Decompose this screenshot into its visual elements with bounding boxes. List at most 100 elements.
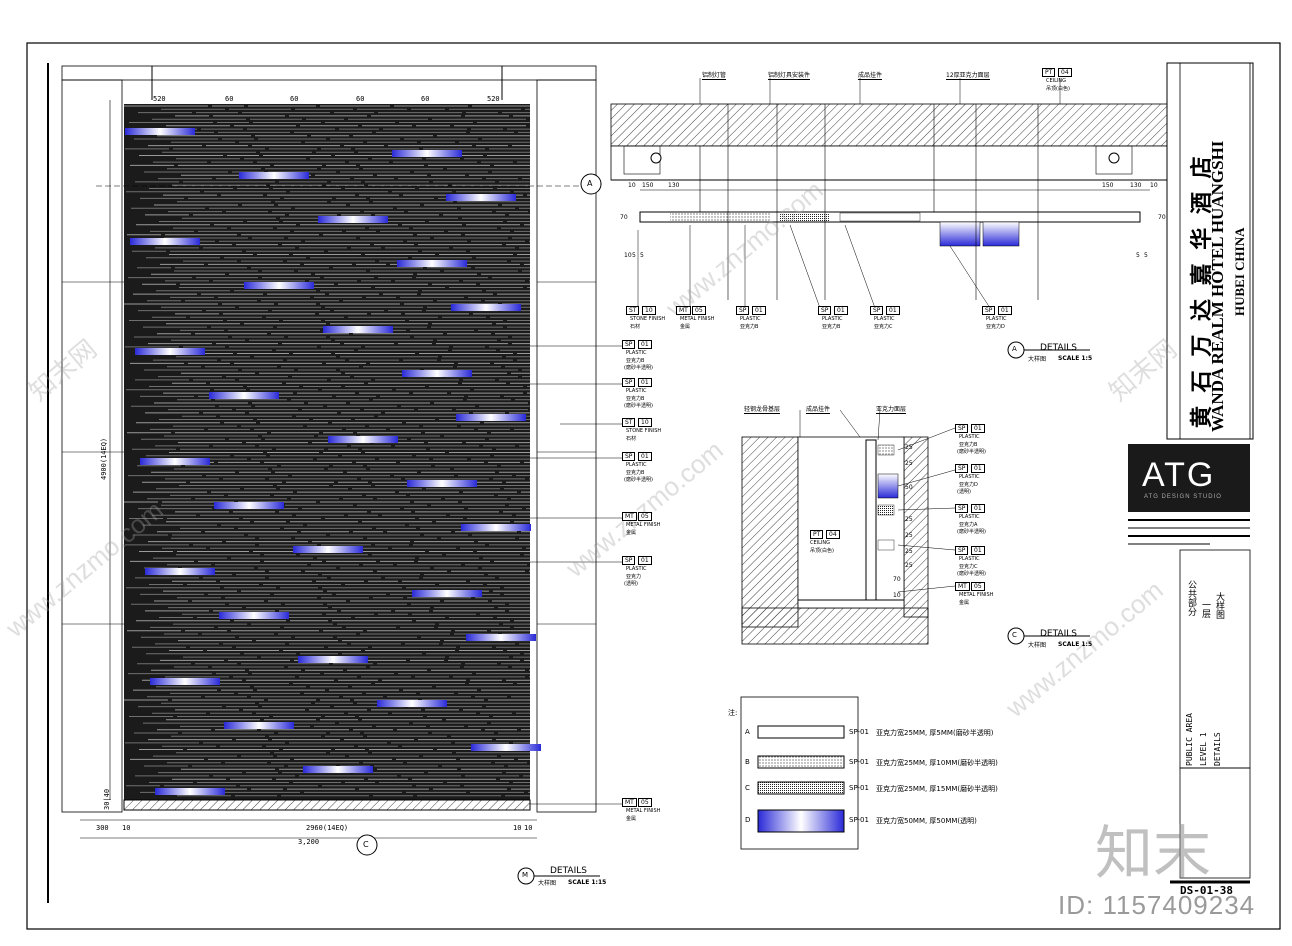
- tag-code: ST: [622, 418, 636, 427]
- blue-acrylic-bar: [318, 216, 388, 223]
- tag-code: SP: [622, 378, 636, 387]
- dim-label: 150: [1102, 182, 1114, 189]
- blue-acrylic-bar: [130, 238, 200, 245]
- tag-code: ST: [626, 306, 640, 315]
- detail-a-subtitle: 大样图: [1028, 356, 1047, 363]
- blue-acrylic-bar: [456, 414, 526, 421]
- tag-number: 01: [638, 378, 652, 387]
- tag-code: SP: [955, 546, 969, 555]
- section-marker-a: [580, 173, 602, 195]
- detail-a-title: DETAILS: [1040, 343, 1077, 353]
- blue-acrylic-bars: [125, 128, 541, 795]
- dim-label: 520: [487, 95, 500, 103]
- tag-number: 05: [638, 798, 652, 807]
- tag-line2: 金属: [626, 530, 637, 536]
- blue-acrylic-bar: [407, 480, 477, 487]
- annotation-label: 轻钢龙骨基层: [744, 406, 781, 414]
- tag-line1: CEILING: [1046, 78, 1066, 84]
- blue-acrylic-bar: [150, 678, 220, 685]
- atg-logo-sub: ATG DESIGN STUDIO: [1144, 494, 1222, 500]
- tag-line2: 石材: [626, 436, 637, 442]
- dim-label: 130: [1130, 182, 1142, 189]
- dim-label: 70: [620, 214, 628, 221]
- tag-line2: 亚克力A: [959, 522, 978, 528]
- blue-acrylic-bar: [224, 722, 294, 729]
- slat-lines: [124, 105, 530, 797]
- dim-label: 5: [1144, 252, 1148, 259]
- hotel-name-en: WANDA REALM HOTEL HUANGSHI: [1208, 140, 1227, 432]
- dim-label: 10: [624, 252, 632, 259]
- tag-line2: 亚克力D: [959, 482, 978, 488]
- annotation-label: 铝制灯管: [702, 72, 727, 80]
- blue-acrylic-bar: [397, 260, 467, 267]
- tag-code: PT: [810, 530, 824, 539]
- dim-label: 520: [153, 95, 166, 103]
- tag-line3: (磨砂半透明): [957, 529, 986, 535]
- dim-label: 2960(14EQ): [306, 824, 349, 832]
- blue-acrylic-bar: [392, 150, 462, 157]
- tag-number: 05: [638, 512, 652, 521]
- tag-line1: STONE FINISH: [630, 316, 666, 322]
- area-cn: 公共部分: [1186, 580, 1196, 616]
- blue-acrylic-bar: [244, 282, 314, 289]
- tag-line2: 吊顶(白色): [810, 548, 834, 554]
- annotation-label: 亚克力面层: [876, 406, 907, 414]
- tag-line3: (磨砂半透明): [624, 365, 653, 371]
- blue-acrylic-bar: [135, 348, 205, 355]
- dim-label: 70: [893, 576, 901, 583]
- dim-label: 10: [628, 182, 636, 189]
- legend-text: 亚克力宽25MM, 厚15MM(磨砂半透明): [876, 785, 998, 793]
- tag-code: SP: [870, 306, 884, 315]
- dim-label: 10: [524, 824, 533, 832]
- dim-total: 3,200: [298, 838, 320, 846]
- tag-line2: 亚克力B: [959, 442, 978, 448]
- section-marker-a-label: A: [587, 179, 593, 188]
- base-hatch: [123, 799, 531, 811]
- tag-code: MT: [676, 306, 691, 315]
- tag-number: 04: [1058, 68, 1072, 77]
- tag-number: 10: [642, 306, 656, 315]
- tag-number: 01: [638, 556, 652, 565]
- elevation-subtitle: 大样图: [538, 880, 557, 887]
- dim-base: 30|40: [103, 788, 111, 810]
- legend-code: SP-01: [849, 758, 869, 766]
- blue-acrylic-bar: [328, 436, 398, 443]
- tag-line3: (磨砂半透明): [957, 571, 986, 577]
- tag-line2: 金属: [680, 324, 691, 330]
- legend-text: 亚克力宽25MM, 厚5MM(磨砂半透明): [876, 729, 994, 737]
- tag-line1: PLASTIC: [626, 566, 647, 572]
- blue-acrylic-bar: [145, 568, 215, 575]
- legend-key: B: [745, 758, 750, 766]
- legend-code: SP-01: [849, 816, 869, 824]
- tag-line2: 金属: [959, 600, 970, 606]
- legend-code: SP-01: [849, 728, 869, 736]
- level-cn: 一层: [1200, 600, 1210, 618]
- blue-acrylic-bar: [377, 700, 447, 707]
- legend-key: A: [745, 728, 750, 736]
- atg-logo-block: ATG ATG DESIGN STUDIO: [1128, 444, 1250, 512]
- dim-label: 50: [905, 484, 913, 491]
- tag-number: 01: [971, 546, 985, 555]
- title-block: [1128, 62, 1254, 884]
- blue-acrylic-bar: [412, 590, 482, 597]
- elevation-view: [61, 65, 622, 885]
- tag-line1: CEILING: [810, 540, 830, 546]
- legend-text: 亚克力宽50MM, 厚50MM(透明): [876, 817, 977, 825]
- tag-number: 01: [834, 306, 848, 315]
- dim-label: 10: [122, 824, 131, 832]
- blue-acrylic-bar: [293, 546, 363, 553]
- tag-line1: PLASTIC: [822, 316, 843, 322]
- detail-a-section: [610, 78, 1168, 359]
- legend-box: [740, 696, 859, 850]
- tag-line1: PLASTIC: [626, 350, 647, 356]
- dim-label: 60: [356, 95, 365, 103]
- section-marker-c-label: C: [363, 840, 369, 849]
- annotation-label: 成品挂件: [858, 72, 883, 80]
- elevation-title: DETAILS: [550, 866, 587, 876]
- detail-c-title: DETAILS: [1040, 629, 1077, 639]
- blue-acrylic-bar: [298, 656, 368, 663]
- dim-label: 25: [905, 532, 913, 539]
- blue-acrylic-bar: [446, 194, 516, 201]
- tag-code: PT: [1042, 68, 1056, 77]
